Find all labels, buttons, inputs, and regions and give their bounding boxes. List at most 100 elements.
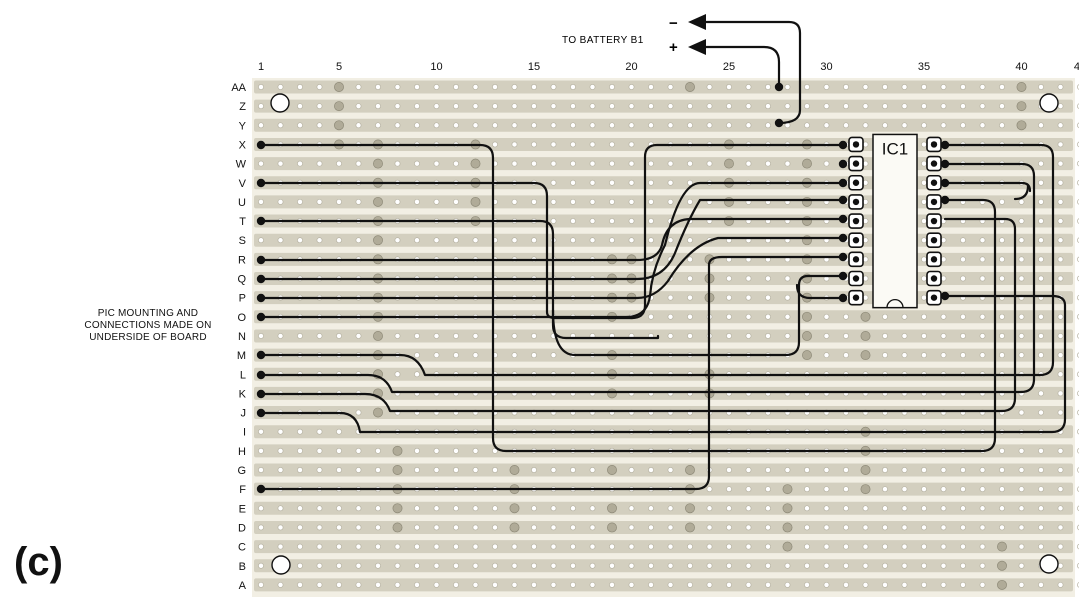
ic1-pin [930,160,938,167]
jumper-wires [256,20,1067,494]
board-hole [531,103,537,110]
board-hole [999,256,1005,263]
board-hole [921,294,927,301]
wire-end-dot [256,389,266,399]
board-hole [433,467,440,473]
solder-pad [470,158,481,169]
board-hole [882,333,888,339]
board-hole [706,103,713,110]
solder-pad [470,196,481,207]
board-hole [258,524,264,531]
board-hole [375,543,381,550]
board-hole [960,562,966,569]
board-hole [492,84,498,90]
board-hole [433,447,440,454]
board-hole [706,524,713,531]
jumper-wire [1013,184,1030,201]
solder-pad [334,120,344,131]
board-hole [394,103,401,110]
board-hole [921,505,927,512]
board-hole [667,505,674,512]
board-hole [589,237,596,244]
board-hole [336,524,342,531]
wire-end-dot [256,140,266,150]
board-hole [999,122,1005,129]
board-hole [843,103,849,110]
board-hole [277,543,284,550]
board-hole [726,505,732,512]
solder-pad [373,331,383,341]
row-label-S: S [239,235,246,247]
board-hole [472,352,479,359]
board-hole [277,333,284,339]
solder-pad [392,522,403,533]
board-hole [648,524,654,531]
board-hole [316,333,323,339]
board-hole [433,122,440,129]
board-hole [414,160,420,167]
board-hole [687,581,693,588]
board-hole [882,122,888,129]
board-hole [648,84,654,90]
ic1-body [872,133,918,309]
board-hole [511,141,518,148]
board-hole [297,524,303,531]
board-hole [1038,486,1044,493]
wire-end-dot [256,216,266,226]
board-hole [258,562,264,569]
board-hole [375,505,381,512]
jumper-wire [259,294,1067,434]
board-hole [550,543,557,550]
board-hole [1038,447,1044,454]
board-hole [706,160,713,167]
board-hole [648,505,654,512]
board-hole [921,122,927,129]
board-hole [531,160,537,167]
jumper-wire [259,162,1036,394]
board-hole [940,581,947,588]
board-hole [1038,467,1044,473]
battery-leads: TO BATTERY B1 − + [562,14,706,56]
ic1-label: IC1 [882,139,908,158]
board-hole [1018,237,1025,244]
board-hole [258,333,264,339]
board-hole [979,84,986,90]
board-hole [1057,524,1064,531]
board-hole [960,486,966,493]
board-hole [823,486,830,493]
board-hole [921,141,927,148]
board-hole [999,524,1005,531]
mounting-hole [271,555,291,575]
board-hole [1018,352,1025,359]
wire-end-dot [256,484,266,494]
board-hole [277,198,284,205]
ic1-pin [852,294,860,301]
board-hole [628,179,635,186]
wire-end-dot [940,291,950,301]
board-hole [492,505,498,512]
board-hole [843,562,849,569]
wire-end-dot [774,82,784,92]
board-hole [492,562,498,569]
board-hole [394,371,401,378]
board-hole [258,447,264,454]
wire-end-dot [838,271,848,281]
board-hole [1038,256,1044,263]
row-label-C: C [238,542,246,554]
board-hole [453,447,459,454]
wire-end-dot [256,408,266,418]
board-hole [316,103,323,110]
board-hole [297,467,303,473]
solder-pad [607,465,617,475]
board-hole [355,198,362,205]
solder-pad [802,196,812,207]
board-hole [726,103,732,110]
board-hole [921,275,927,282]
board-hole [979,467,986,473]
board-hole [784,581,791,588]
board-hole [453,198,459,205]
board-hole [1057,447,1064,454]
board-hole [589,198,596,205]
board-hole [1038,237,1044,244]
panel-label: (c) [14,540,63,584]
